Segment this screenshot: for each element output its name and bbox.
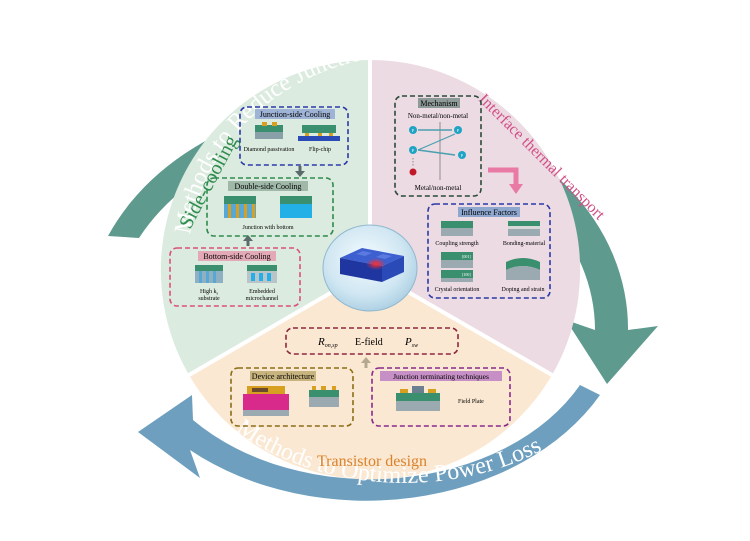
interface-sector [370, 59, 581, 376]
bonding-material-label: Bonding-material [503, 241, 546, 247]
orientation-tag-1: [001] [462, 254, 471, 259]
field-plate-label: Field Plate [458, 399, 484, 405]
particle-label: P [457, 128, 460, 133]
influence-box [427, 203, 551, 299]
influence-title: Influence Factors [461, 208, 517, 217]
orientation-tag-2: [100] [462, 272, 471, 277]
high-ks-substrate-label: substrate [198, 296, 220, 302]
metric-efield: E-field [355, 337, 383, 348]
mechanism-top-label: Non-metal/non-metal [408, 112, 468, 120]
flip-chip-label: Flip-chip [309, 147, 331, 153]
interface-flow-arrow [488, 167, 519, 186]
particle-label: P [412, 148, 415, 153]
embedded-label: Embedded [249, 289, 275, 295]
coupling-strength-label: Coupling strength [435, 241, 478, 247]
bottom-side-box [169, 247, 301, 307]
double-side-title: Double-side Cooling [235, 182, 302, 191]
particle-label: P [461, 153, 464, 158]
bottom-side-title: Bottom-side Cooling [203, 252, 270, 261]
mechanism-box [394, 95, 482, 197]
metric-ron: Ron,sp [317, 336, 338, 349]
mechanism-title: Mechanism [420, 99, 458, 108]
metric-psw: Psw [404, 336, 418, 349]
mechanism-bottom-label: Metal/non-metal [415, 184, 462, 192]
diamond-passivation-label: Diamond passivation [244, 147, 295, 153]
outer-ring-bottom-arrow [138, 385, 600, 501]
junction-terminating-title: Junction terminating techniques [393, 372, 489, 381]
junction-with-bottom-label: Junction with bottom [243, 225, 294, 231]
center-chip [340, 248, 404, 282]
doping-strain-label: Doping and strain [502, 287, 545, 293]
transistor-title: Transistor design [317, 453, 427, 470]
double-side-box [206, 177, 334, 237]
transistor-sector [189, 270, 552, 480]
junction-side-title: Junction-side Cooling [260, 110, 330, 119]
crystal-orientation-label: Crystal orientation [435, 287, 480, 293]
high-ks-label: High ks [200, 289, 219, 296]
device-architecture-title: Device architecture [252, 372, 315, 381]
device-architecture-box [230, 367, 354, 427]
junction-terminating-box [371, 367, 511, 427]
microchannel-label: microchannel [246, 296, 279, 302]
particle-label: P [412, 128, 415, 133]
